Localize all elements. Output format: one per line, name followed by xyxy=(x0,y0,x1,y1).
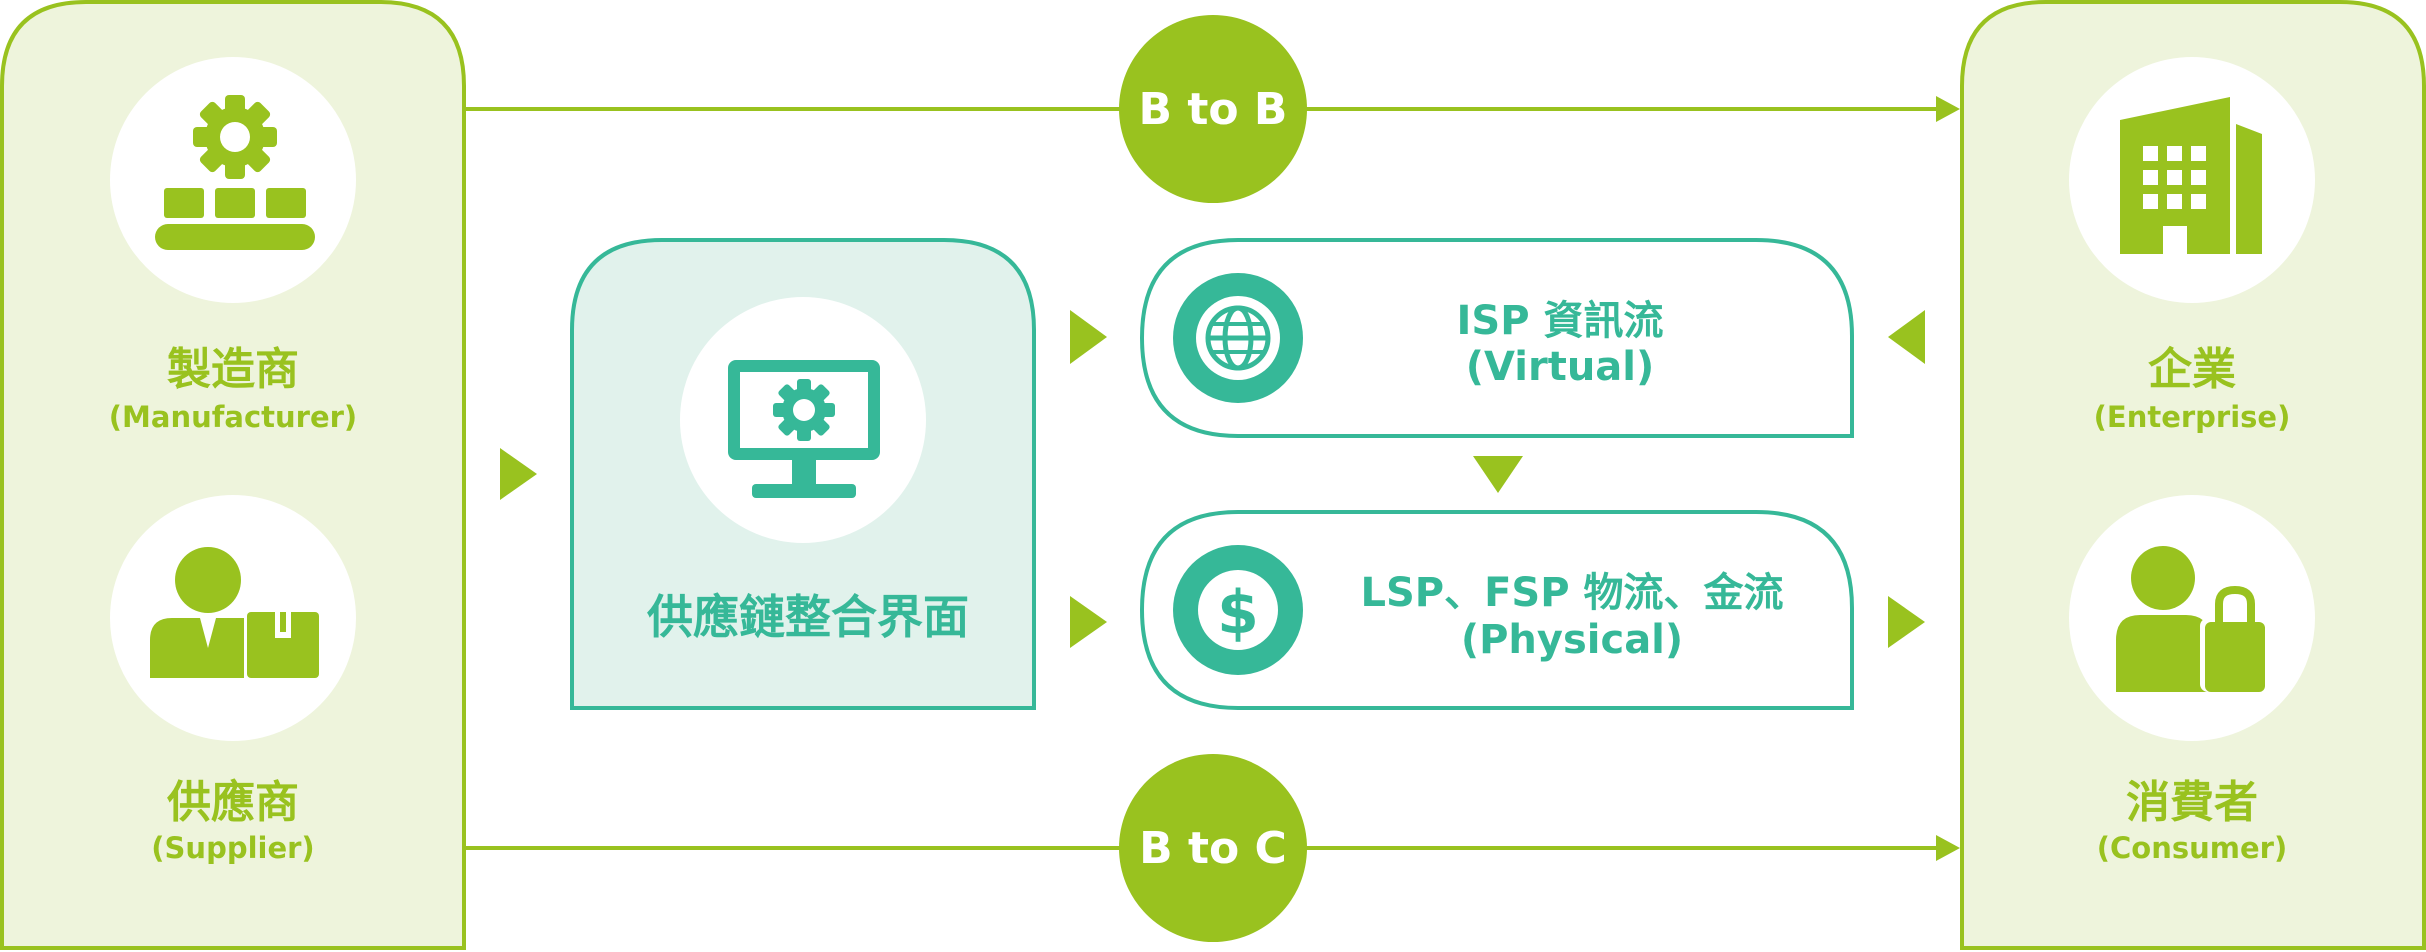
supplier-en-label: (Supplier) xyxy=(151,831,314,865)
consumer-node: 消費者 (Consumer) xyxy=(2069,495,2315,865)
lsp-subtitle: (Physical) xyxy=(1461,617,1683,663)
b2b-label: B to B xyxy=(1139,84,1288,135)
dollar-coin-icon: $ xyxy=(1173,545,1303,675)
b2c-label: B to C xyxy=(1139,823,1287,874)
arrow-lsp-to-consumer xyxy=(1888,596,1925,648)
office-building-icon xyxy=(2120,97,2262,254)
supplier-cn-label: 供應商 xyxy=(167,777,299,828)
supplier-node: 供應商 (Supplier) xyxy=(110,495,356,865)
b2c-connector: B to C xyxy=(466,754,1960,942)
supplier-person-box-icon xyxy=(150,547,319,678)
b2c-badge xyxy=(1119,754,1307,942)
arrow-isp-to-lsp xyxy=(1473,456,1523,493)
isp-node: ISP 資訊流 (Virtual) xyxy=(1139,238,1854,438)
svg-text:$: $ xyxy=(1217,578,1259,648)
globe-icon xyxy=(1173,273,1303,403)
b2b-connector: B to B xyxy=(466,15,1960,203)
enterprise-node: 企業 (Enterprise) xyxy=(2069,57,2315,434)
left-panel xyxy=(0,0,466,950)
arrow-enterprise-to-isp xyxy=(1888,310,1925,364)
lsp-title: LSP、FSP 物流、金流 xyxy=(1361,570,1784,616)
arrow-platform-to-lsp xyxy=(1070,596,1107,648)
monitor-gear-icon xyxy=(728,360,880,498)
consumer-cn-label: 消費者 xyxy=(2126,777,2258,828)
isp-title: ISP 資訊流 xyxy=(1457,298,1664,344)
enterprise-en-label: (Enterprise) xyxy=(2094,400,2291,434)
consumer-person-bag-icon xyxy=(2116,546,2270,692)
lsp-node: $ LSP、FSP 物流、金流 (Physical) xyxy=(1139,510,1854,710)
isp-box xyxy=(1139,238,1854,438)
consumer-en-label: (Consumer) xyxy=(2097,831,2287,865)
lsp-box xyxy=(1139,510,1854,710)
arrow-platform-to-isp xyxy=(1070,310,1107,364)
right-panel xyxy=(1960,0,2426,950)
arrow-left-to-platform xyxy=(500,448,537,500)
b2c-arrowhead xyxy=(1936,835,1960,861)
manufacturer-cn-label: 製造商 xyxy=(167,344,299,395)
manufacturer-node: 製造商 (Manufacturer) xyxy=(109,57,357,434)
b2b-arrowhead xyxy=(1936,96,1960,122)
platform-label: 供應鏈整合界面 xyxy=(647,590,969,644)
platform-node: 供應鏈整合界面 xyxy=(570,238,1036,710)
isp-subtitle: (Virtual) xyxy=(1466,344,1655,390)
manufacturer-en-label: (Manufacturer) xyxy=(109,400,357,434)
enterprise-cn-label: 企業 xyxy=(2148,344,2236,395)
factory-gear-icon xyxy=(155,95,315,250)
b2b-badge xyxy=(1119,15,1307,203)
